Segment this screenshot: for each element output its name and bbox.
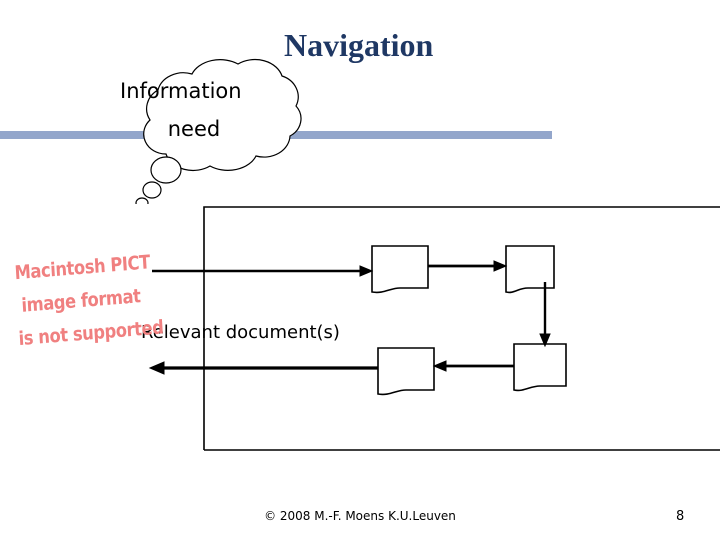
footer-credit: © 2008 M.-F. Moens K.U.Leuven bbox=[264, 509, 456, 523]
arrow-right-down bbox=[539, 282, 551, 348]
page-title: Navigation bbox=[284, 27, 434, 63]
relevant-documents-label: Relevant document(s) bbox=[141, 322, 340, 343]
doc-top-left bbox=[371, 245, 429, 294]
arrow-out-bottom bbox=[148, 361, 378, 375]
page-number: 8 bbox=[676, 509, 685, 524]
navigation-diagram bbox=[0, 190, 720, 470]
arrow-in-top bbox=[152, 265, 374, 277]
thought-bubble-line-1: Information bbox=[120, 79, 242, 103]
arrow-top-across bbox=[428, 260, 508, 272]
thought-bubble-shape bbox=[104, 44, 336, 204]
thought-bubble-line-2: need bbox=[167, 117, 221, 141]
pict-image-placeholder: Macintosh PICT image format is not suppo… bbox=[14, 247, 164, 356]
thought-bubble-text: Information need bbox=[112, 72, 302, 148]
doc-bottom-left bbox=[377, 347, 435, 396]
arrow-bottom-back bbox=[432, 360, 514, 372]
doc-top-right bbox=[505, 245, 555, 294]
doc-bottom-right bbox=[513, 343, 567, 392]
